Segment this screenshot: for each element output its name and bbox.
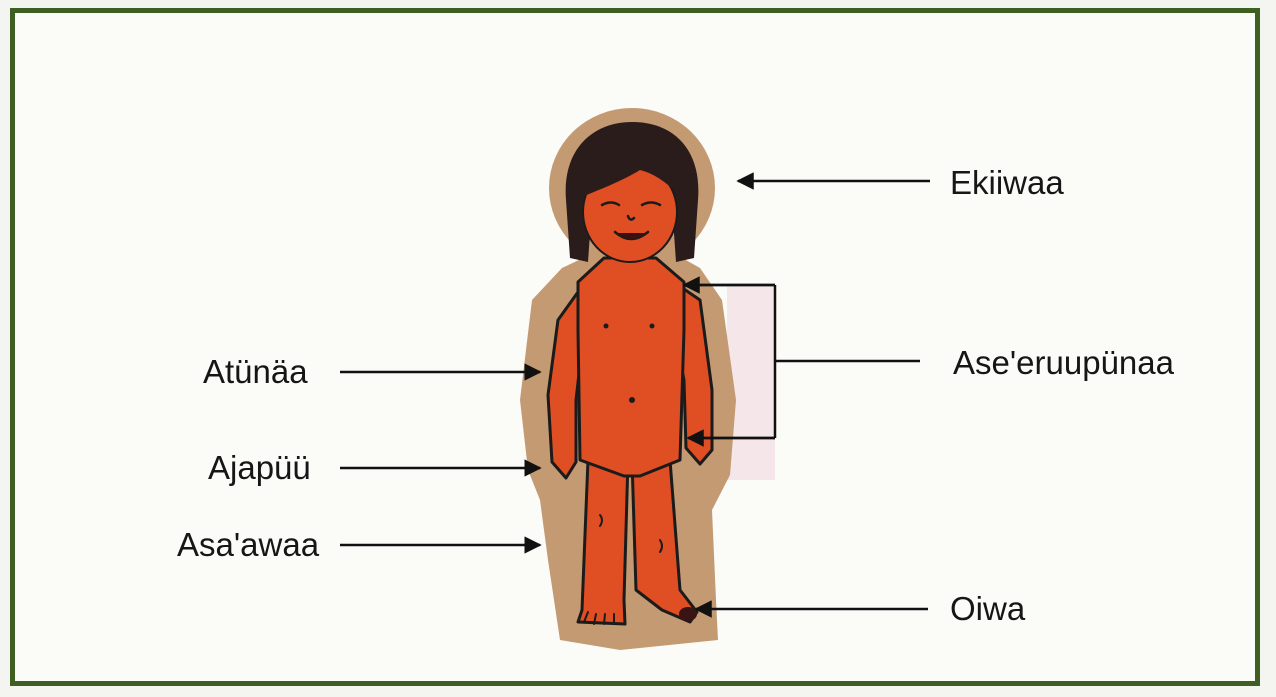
label-head: Ekiiwaa (950, 166, 1064, 199)
label-shoulder: Atünäa (203, 355, 308, 388)
label-foot: Oiwa (950, 592, 1025, 625)
child-figure (520, 108, 736, 650)
label-hand: Ajapüü (208, 451, 311, 484)
label-arms: Ase'eruupünaa (953, 346, 1174, 379)
paper-smudge (727, 285, 775, 480)
label-leg: Asa'awaa (177, 528, 319, 561)
toe-shadow (679, 607, 697, 621)
